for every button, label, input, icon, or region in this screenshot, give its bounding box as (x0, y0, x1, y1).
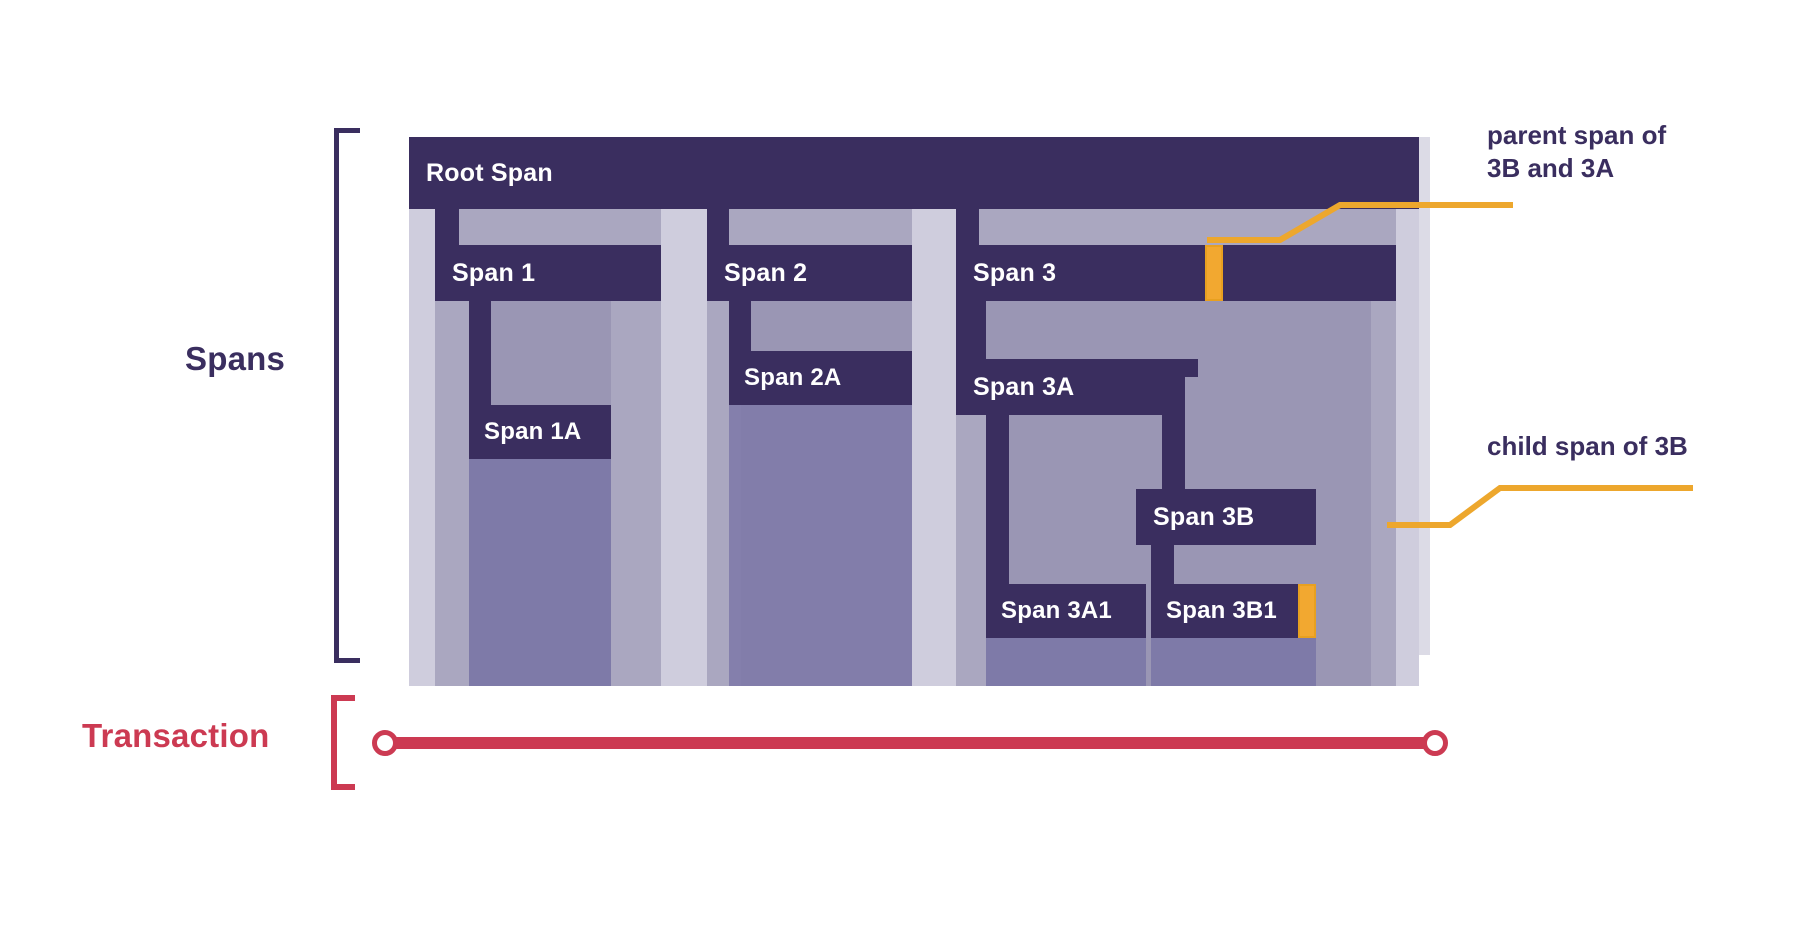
span-3-lane-right (1396, 209, 1419, 686)
transaction-end-dot (1422, 730, 1448, 756)
span-bar-span-3[interactable]: Span 3 (956, 245, 1396, 301)
callout-label-child-span: child span of 3B (1487, 431, 1688, 461)
transaction-row-label: Transaction (82, 717, 270, 754)
span-1-lane-left (409, 209, 435, 686)
span-bar-span-1[interactable]: Span 1 (435, 245, 661, 301)
connector-root-to-span2 (707, 209, 729, 245)
span-3-lane-left (936, 209, 956, 686)
span-2a-body (729, 405, 912, 686)
span-3a1-body (986, 638, 1146, 686)
transaction-bracket (331, 695, 355, 790)
span-bar-span-2[interactable]: Span 2 (707, 245, 912, 301)
span-1a-body (469, 459, 611, 686)
span-bar-span-1a[interactable]: Span 1A (469, 405, 611, 459)
spans-bracket (334, 128, 360, 663)
connector-span3b-to-span3b1 (1151, 545, 1174, 584)
span-bar-span-3b1[interactable]: Span 3B1 (1151, 584, 1316, 638)
span-bar-span-3a1[interactable]: Span 3A1 (986, 584, 1146, 638)
spans-row-label: Spans (185, 340, 286, 377)
connector-span3-to-span3b (1162, 377, 1185, 507)
callout-label-parent-span: parent span of 3B and 3A (1487, 120, 1667, 184)
transaction-bar (380, 737, 1436, 749)
highlight-marker-child-span[interactable] (1298, 584, 1316, 638)
span-bar-span-3b[interactable]: Span 3B (1136, 489, 1316, 545)
span-3-inner-lane (1371, 301, 1396, 686)
span-bar-span-3a[interactable]: Span 3A (956, 359, 1198, 415)
connector-span3a-to-span3a1 (986, 415, 1009, 584)
connector-span1-to-span1a (469, 301, 491, 405)
span-3b1-body (1151, 638, 1316, 686)
transaction-start-dot (372, 730, 398, 756)
span-2-lane-left (687, 209, 707, 686)
callout-leader-child (1387, 485, 1693, 528)
highlight-marker-parent-span[interactable] (1205, 245, 1223, 301)
connector-root-to-span3 (956, 209, 979, 245)
span-1-lane-right (661, 209, 687, 686)
span-bar-root[interactable]: Root Span (409, 137, 1419, 209)
connector-span2-to-span2a (729, 301, 751, 351)
spans-panel: Root Span Span 1 Span 1A Span 2 Span 2A (409, 137, 1430, 686)
connector-root-to-span1 (435, 209, 459, 245)
callout-leader-parent (1207, 202, 1513, 243)
span-bar-span-2a[interactable]: Span 2A (729, 351, 912, 405)
span-2-lane-right (912, 209, 936, 686)
